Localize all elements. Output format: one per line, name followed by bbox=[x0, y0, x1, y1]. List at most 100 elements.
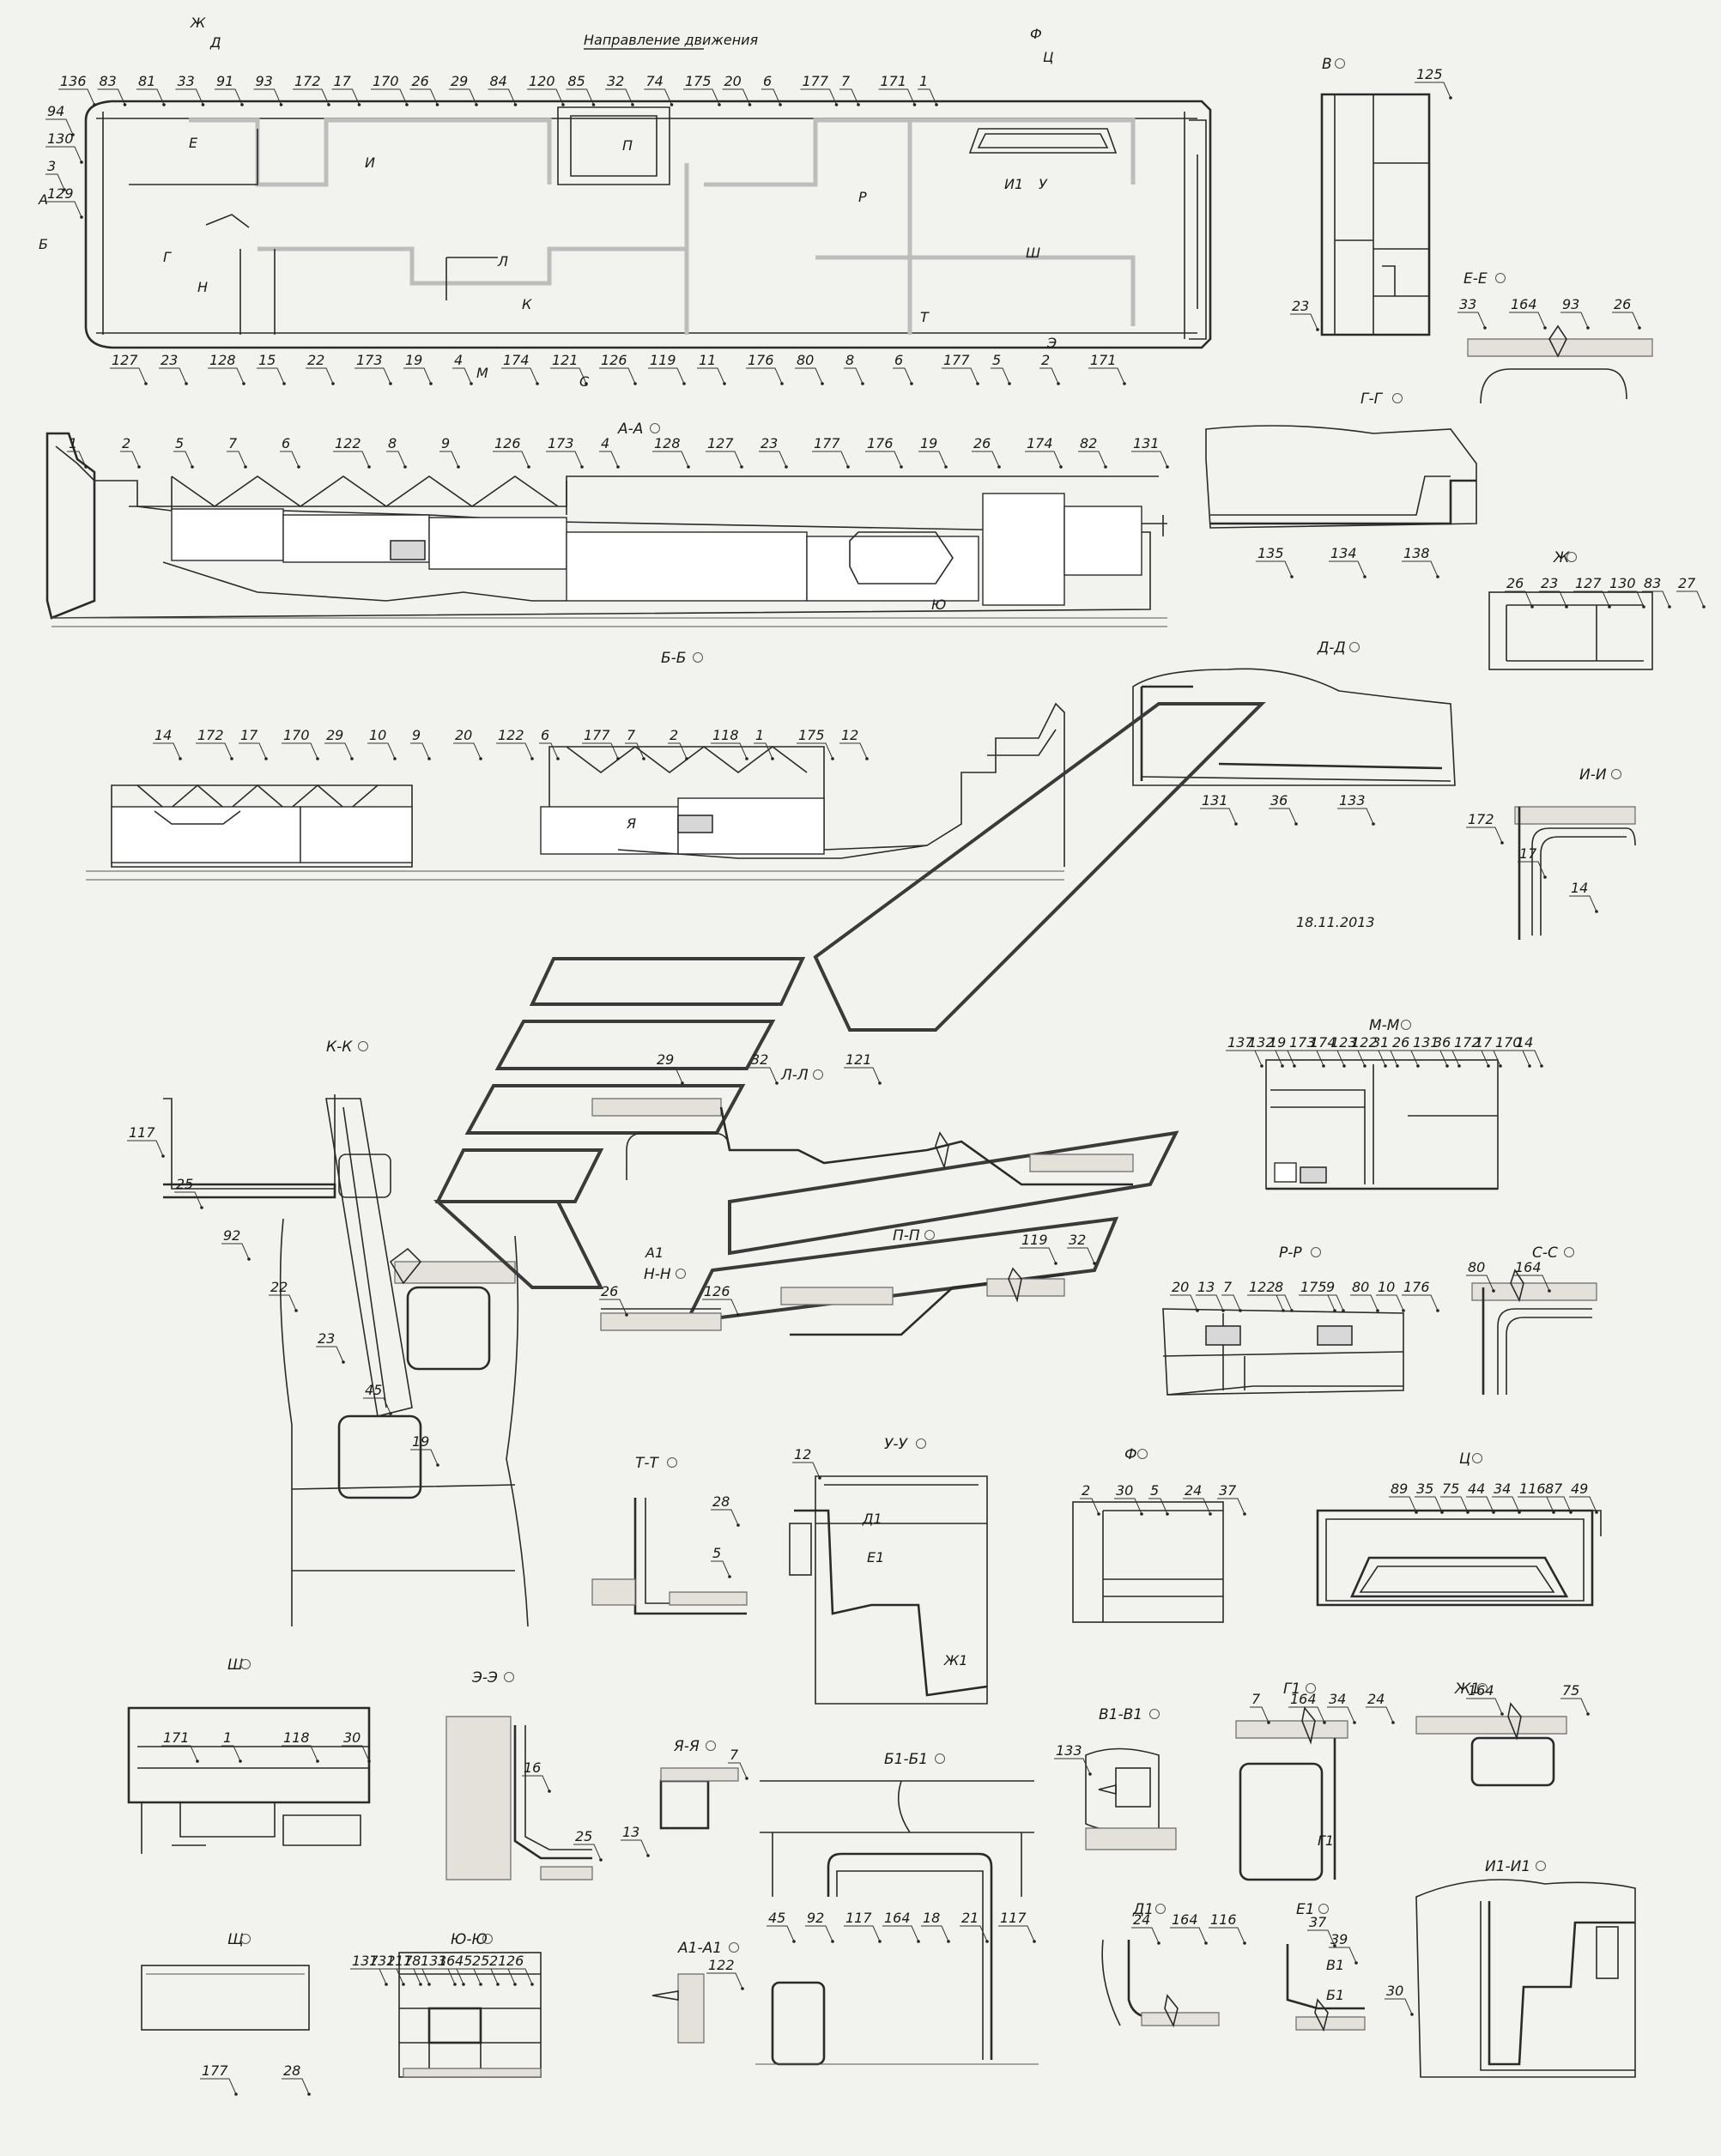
callout-view_shch: 28 bbox=[283, 2062, 300, 2079]
cut-marker: Е1 bbox=[867, 1549, 884, 1566]
callout-section_rr: 80 bbox=[1352, 1279, 1369, 1295]
section-title: Ц bbox=[1459, 1450, 1470, 1468]
callout-view_zh: 27 bbox=[1678, 575, 1696, 591]
callout-section_bb: 9 bbox=[412, 727, 421, 743]
section-title: И-И bbox=[1579, 766, 1607, 784]
callout-view_g1: 34 bbox=[1329, 1691, 1346, 1707]
callout-section_yaya: 13 bbox=[622, 1824, 639, 1840]
callout-section_bb: 177 bbox=[584, 727, 610, 743]
callout-view_ts: 44 bbox=[1468, 1481, 1485, 1497]
callout-section_i1i1: 30 bbox=[1386, 1983, 1403, 1999]
section-ss bbox=[1471, 1269, 1597, 1395]
section-title: Т-Т bbox=[635, 1455, 660, 1472]
callout-view_g1: 24 bbox=[1367, 1691, 1385, 1707]
callout-plan_bottom: 15 bbox=[258, 352, 276, 368]
callout-plan_bottom: 119 bbox=[650, 352, 676, 368]
cut-marker: А bbox=[38, 191, 48, 208]
callout-section_rr: 13 bbox=[1197, 1279, 1215, 1295]
callout-section_rr: 8 bbox=[1275, 1279, 1283, 1295]
section-title: Б-Б bbox=[661, 650, 686, 667]
callout-section_aa: 127 bbox=[707, 435, 734, 451]
callout-section_ss: 164 bbox=[1515, 1259, 1542, 1275]
plan-view: Направление движения bbox=[84, 32, 1212, 349]
callout-section_bb: 12 bbox=[841, 727, 858, 743]
section-i1i1 bbox=[1415, 1879, 1636, 2078]
manufacturer-logo bbox=[433, 702, 1266, 1324]
callout-section_rr: 20 bbox=[1172, 1279, 1189, 1295]
callout-plan_bottom: 173 bbox=[356, 352, 383, 368]
cut-marker: И bbox=[365, 154, 375, 171]
callout-section_aa: 126 bbox=[494, 435, 521, 451]
callout-section_dd: 133 bbox=[1339, 792, 1366, 808]
callout-section_mm: 17 bbox=[1475, 1034, 1493, 1051]
direction-label: Направление движения bbox=[584, 32, 759, 48]
callout-section_mm: 36 bbox=[1433, 1034, 1451, 1051]
callout-view_v: 125 bbox=[1416, 66, 1443, 82]
cut-marker: Т bbox=[920, 309, 930, 325]
view-f bbox=[1072, 1501, 1224, 1623]
callout-view_zh: 83 bbox=[1644, 575, 1661, 591]
callout-plan_top: 1 bbox=[919, 73, 928, 89]
callout-section_ee: 33 bbox=[1459, 296, 1476, 312]
cut-marker: С bbox=[579, 373, 590, 390]
callout-section_aa: 5 bbox=[175, 435, 184, 451]
callout-plan_bottom: 22 bbox=[307, 352, 324, 368]
cut-marker: Н bbox=[197, 279, 208, 295]
callout-section_aa: 1 bbox=[69, 435, 77, 451]
callout-section_bb: 172 bbox=[197, 727, 224, 743]
callout-view_f: 2 bbox=[1082, 1482, 1090, 1499]
callout-view_zh: 26 bbox=[1506, 575, 1524, 591]
callout-section_pp: 119 bbox=[1021, 1232, 1048, 1248]
cut-marker: Б1 bbox=[1326, 1987, 1344, 2003]
section-title: А-А bbox=[617, 421, 643, 438]
callout-section_aa: 131 bbox=[1133, 435, 1160, 451]
section-title: В1-В1 bbox=[1099, 1706, 1142, 1723]
callout-section_aa: 177 bbox=[814, 435, 840, 451]
callout-section_mm: 172 bbox=[1454, 1034, 1481, 1051]
callout-section_rr: 122 bbox=[1249, 1279, 1276, 1295]
callout-section_aa: 23 bbox=[761, 435, 778, 451]
callout-section_bb: 118 bbox=[712, 727, 739, 743]
section-kk bbox=[163, 1094, 529, 1627]
callout-section_yuyu: 132 bbox=[369, 1953, 396, 1969]
callout-view_f: 30 bbox=[1116, 1482, 1133, 1499]
callout-view_ts: 87 bbox=[1545, 1481, 1563, 1497]
callout-section_gg: 138 bbox=[1403, 545, 1430, 561]
section-title: П-П bbox=[893, 1227, 920, 1245]
callout-section_mm: 19 bbox=[1269, 1034, 1286, 1051]
callout-plan_top: 175 bbox=[685, 73, 712, 89]
callout-section_ll: 121 bbox=[845, 1051, 872, 1068]
callout-plan_bottom: 19 bbox=[405, 352, 422, 368]
section-title: А1-А1 bbox=[677, 1940, 722, 1957]
section-title: Г-Г bbox=[1360, 391, 1384, 408]
callout-section_mm: 14 bbox=[1516, 1034, 1533, 1051]
section-title: У-У bbox=[884, 1436, 908, 1453]
callout-section_aa: 128 bbox=[654, 435, 681, 451]
callout-section_kk: 19 bbox=[412, 1433, 429, 1450]
callout-section_mm: 170 bbox=[1495, 1034, 1522, 1051]
callout-section_dd: 36 bbox=[1270, 792, 1288, 808]
section-title: Ж1 bbox=[1454, 1681, 1480, 1698]
section-title: Я-Я bbox=[673, 1738, 700, 1755]
callout-section_rr: 7 bbox=[1223, 1279, 1233, 1295]
callout-section_uu: 12 bbox=[794, 1446, 811, 1463]
callout-section_mm: 137 bbox=[1227, 1034, 1254, 1051]
cut-marker: Ю bbox=[931, 597, 946, 613]
section-ee bbox=[1467, 324, 1653, 404]
callout-section_kk: 92 bbox=[223, 1227, 240, 1244]
callout-plan_top: 85 bbox=[568, 73, 585, 89]
cut-marker: Е bbox=[189, 135, 198, 151]
callout-section_nn: 126 bbox=[704, 1283, 730, 1299]
callout-view_zh: 23 bbox=[1541, 575, 1558, 591]
callout-view_e1: 37 bbox=[1309, 1914, 1327, 1930]
callout-plan_bottom: 23 bbox=[161, 352, 178, 368]
section-dd bbox=[1132, 668, 1456, 786]
callout-view_e1: 39 bbox=[1330, 1931, 1348, 1947]
callout-plan_left: 3 bbox=[47, 158, 56, 174]
callout-plan_top: 170 bbox=[373, 73, 399, 89]
callout-view_ts: 116 bbox=[1519, 1481, 1546, 1497]
callout-plan_bottom: 121 bbox=[552, 352, 579, 368]
cut-marker: К bbox=[522, 296, 532, 312]
callout-section_a1a1: 122 bbox=[708, 1957, 735, 1973]
callout-section_yuyu: 21 bbox=[489, 1953, 506, 1969]
